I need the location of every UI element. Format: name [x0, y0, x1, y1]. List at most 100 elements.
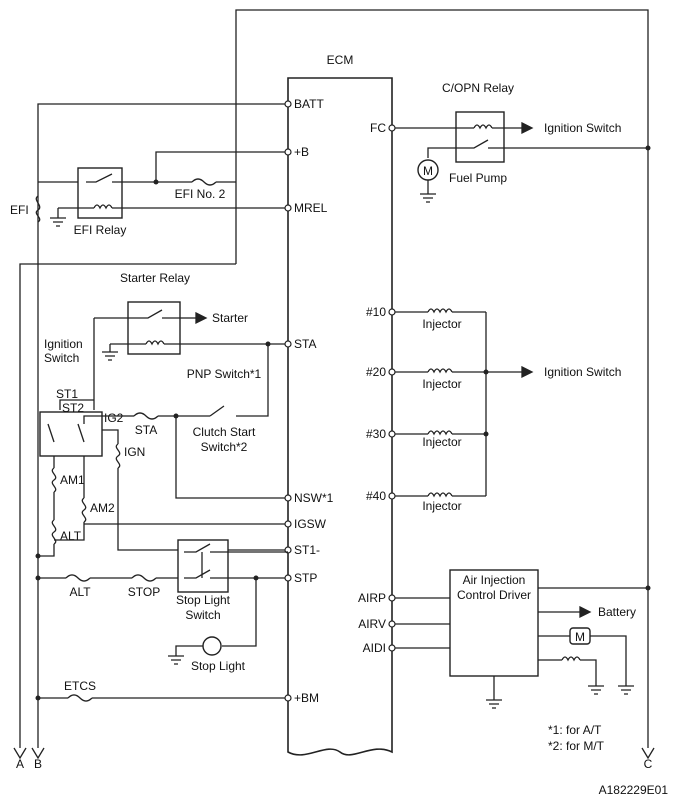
wire-air-motor	[538, 635, 634, 695]
starter-relay-switch	[134, 309, 180, 319]
wire-b-batt	[37, 103, 288, 748]
efi-relay-switch	[86, 173, 122, 183]
svg-text:AIRP: AIRP	[358, 591, 386, 605]
svg-text:BATT: BATT	[294, 97, 324, 111]
ecm-left-pins: BATT +B MREL STA NSW*1 IGSW ST1- STP +BM	[294, 97, 334, 705]
injector-30: Injector	[388, 430, 486, 449]
ignition-switch-inj-label: Ignition Switch	[544, 365, 621, 379]
fc-arrow	[521, 121, 534, 135]
air-pump-motor	[569, 627, 591, 645]
fuel-pump-label: Fuel Pump	[449, 171, 507, 185]
alt-lower-label: ALT	[69, 585, 91, 599]
junction	[483, 369, 489, 375]
junction	[645, 145, 651, 151]
wire-nsw	[175, 416, 288, 499]
pin	[284, 340, 292, 348]
svg-text:NSW*1: NSW*1	[294, 491, 334, 505]
connector-c-label: C	[644, 757, 653, 771]
pin	[388, 594, 396, 602]
svg-text:STA: STA	[294, 337, 316, 351]
svg-text:#10: #10	[366, 305, 386, 319]
air-driver-label-1: Air Injection	[463, 573, 526, 587]
ign-label: IGN	[124, 445, 145, 459]
stop-label: STOP	[128, 585, 160, 599]
junction	[35, 575, 41, 581]
frame-wire	[235, 9, 649, 748]
connector-a-label: A	[16, 757, 24, 771]
wire-am2-bottom	[54, 522, 85, 541]
connector-a-mark	[13, 747, 27, 760]
stop-light-ground	[168, 645, 203, 665]
ignition-switch	[39, 411, 103, 457]
wires-air-pins	[395, 597, 450, 649]
ecm-right-pins: FC #10 #20 #30 #40 AIRP AIRV AIDI	[358, 121, 386, 655]
starter-relay	[127, 301, 181, 355]
svg-text:#20: #20	[366, 365, 386, 379]
pin	[388, 644, 396, 652]
wire-starter-relay-in	[93, 317, 134, 410]
svg-text:Injector: Injector	[422, 435, 461, 449]
svg-text:AIRV: AIRV	[358, 617, 386, 631]
starter-relay-label: Starter Relay	[120, 271, 190, 285]
battery-arrow	[579, 605, 592, 619]
svg-text:+BM: +BM	[294, 691, 319, 705]
wire-st2	[83, 415, 120, 424]
svg-text:FC: FC	[370, 121, 386, 135]
junction	[35, 553, 41, 559]
starter-arrow	[195, 311, 208, 325]
connector-c-mark	[641, 747, 655, 760]
ign-fuse	[115, 443, 121, 469]
svg-text:Injector: Injector	[422, 317, 461, 331]
pin	[284, 520, 292, 528]
svg-text:AIDI: AIDI	[363, 641, 386, 655]
pin	[284, 574, 292, 582]
svg-text:MREL: MREL	[294, 201, 328, 215]
copn-relay-coil	[473, 124, 493, 130]
ecm-block: ECM	[287, 53, 393, 756]
wire-st1-minus	[117, 468, 288, 551]
sta-fuse	[133, 412, 159, 420]
note-2: *2: for M/T	[548, 739, 605, 753]
ecm-title: ECM	[327, 53, 354, 67]
etcs-label: ETCS	[64, 679, 96, 693]
svg-text:Injector: Injector	[422, 499, 461, 513]
copn-relay	[455, 111, 505, 163]
injector-arrow	[521, 365, 534, 379]
efi-fuse: EFI	[10, 195, 41, 223]
pin	[284, 204, 292, 212]
junction	[483, 431, 489, 437]
fuel-pump-ground	[420, 180, 436, 203]
stop-light-switch-contacts	[184, 543, 228, 579]
note-1: *1: for A/T	[548, 723, 602, 737]
wire-a	[19, 263, 236, 748]
air-driver-ground	[486, 676, 502, 709]
stop-light-switch-label-2: Switch	[185, 608, 220, 622]
stop-fuse	[131, 574, 157, 582]
stop-light-switch	[177, 539, 229, 593]
connector-b-mark	[31, 747, 45, 760]
wire-stop-light	[222, 578, 257, 647]
clutch-switch-label-2: Switch*2	[201, 440, 248, 454]
ignition-switch-label-2: Switch	[44, 351, 79, 365]
svg-text:+B: +B	[294, 145, 309, 159]
junction	[153, 179, 159, 185]
injector-20: Injector	[388, 368, 522, 391]
stop-light-bulb	[202, 636, 222, 656]
injector-40: Injector	[388, 492, 486, 513]
junction	[265, 341, 271, 347]
svg-text:IGSW: IGSW	[294, 517, 327, 531]
etcs-fuse	[67, 694, 93, 702]
pin	[388, 620, 396, 628]
svg-text:Injector: Injector	[422, 377, 461, 391]
efi-no2-fuse	[191, 178, 217, 186]
efi-no2-label: EFI No. 2	[175, 187, 226, 201]
am2-label: AM2	[90, 501, 115, 515]
efi-relay-label: EFI Relay	[74, 223, 127, 237]
junction	[645, 585, 651, 591]
wire-ig2	[102, 429, 119, 444]
am1-label: AM1	[60, 473, 85, 487]
wire-st1	[59, 399, 94, 410]
pnp-switch-label: PNP Switch*1	[187, 367, 262, 381]
starter-relay-ground	[102, 344, 118, 361]
